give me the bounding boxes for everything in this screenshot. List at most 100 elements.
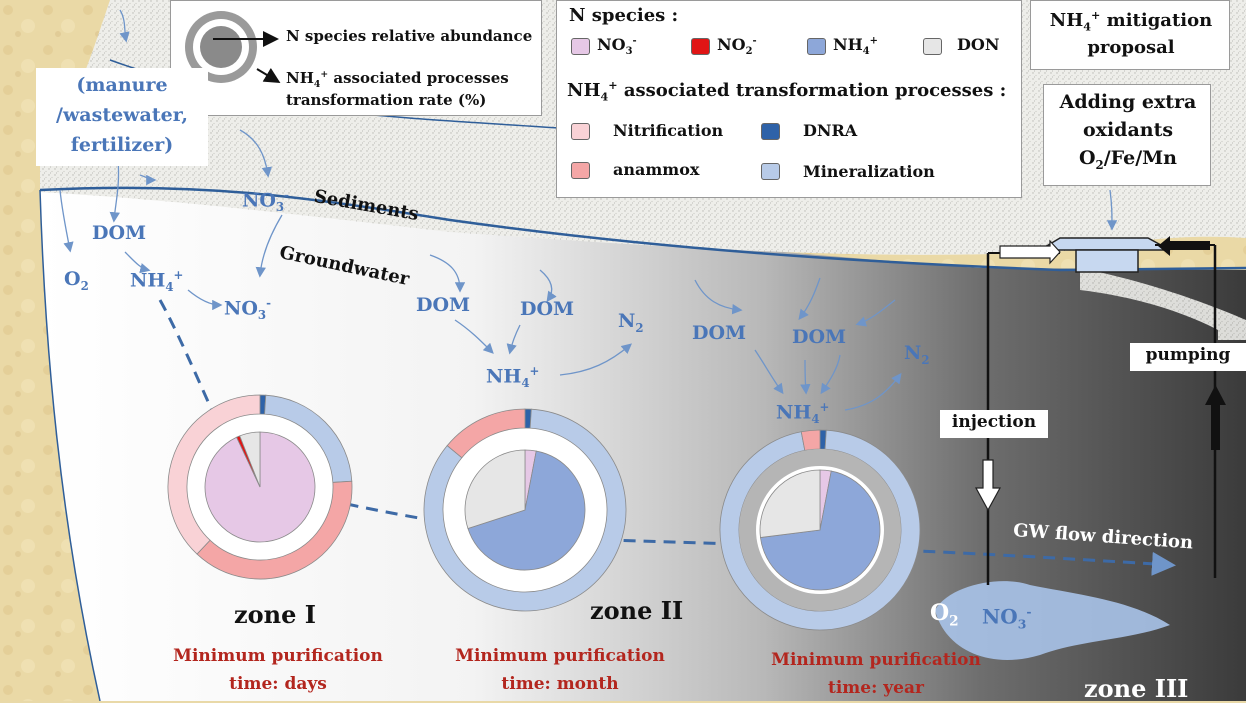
zone-1-purification-line1: Minimum purification	[173, 646, 383, 666]
swatch-nitrification	[571, 123, 590, 140]
mitigation-title-line2: proposal	[1087, 37, 1175, 58]
pie-2-slice-nh4	[467, 450, 586, 571]
species-legend-box: N species : NO3- NO2- NH4+ DON NH4+ asso…	[556, 0, 1022, 198]
species-legend-title: N species :	[569, 5, 679, 26]
pumping-label: pumping	[1145, 345, 1231, 365]
o2-plume-base: O	[930, 600, 950, 626]
nh4-label-2: NH4+	[486, 364, 540, 391]
swatch-anammox	[571, 162, 590, 179]
n2-1-base: N	[618, 310, 636, 332]
species-no3-label: NO3-	[597, 35, 637, 57]
species-nh4-base: NH	[833, 35, 863, 54]
source-box: (manure /wastewater, fertilizer)	[36, 68, 208, 166]
mitigation-title-line1: NH4+ mitigation	[1049, 9, 1213, 34]
groundwater-body	[40, 190, 1246, 701]
species-nh4-sup: +	[869, 35, 878, 47]
swatch-mineralization	[761, 163, 780, 180]
legend-rate-text-line2: transformation rate (%)	[286, 91, 487, 109]
dom-label-4: DOM	[692, 322, 747, 344]
swatch-dnra	[761, 123, 780, 140]
pumping-label-box: pumping	[1130, 343, 1246, 371]
right-bank	[1080, 268, 1246, 340]
no3-plume-base: NO	[982, 604, 1018, 629]
species-no3-sup: -	[632, 35, 637, 47]
no3-label-mid: NO3-	[224, 296, 271, 323]
species-nh4-label: NH4+	[833, 35, 878, 57]
swatch-no2	[691, 38, 710, 55]
oxidants-box: Adding extra oxidants O2/Fe/Mn	[1043, 84, 1211, 186]
pie-3-ring-anammox	[800, 429, 821, 451]
zone-2-purification-line2: time: month	[501, 674, 619, 694]
oxidants-line2: oxidants	[1082, 119, 1174, 141]
dom-label-1: DOM	[92, 222, 147, 244]
process-title-prefix: NH	[567, 80, 601, 101]
symbol-legend-box: N species relative abundance NH4+ associ…	[170, 0, 542, 116]
species-don-label: DON	[957, 35, 1000, 54]
zone-2-purification-line1: Minimum purification	[455, 646, 665, 666]
zone-1-name: zone I	[234, 600, 316, 629]
species-nh4-sub: 4	[862, 46, 870, 58]
legend-abundance-text: N species relative abundance	[286, 27, 533, 45]
mitigation-title-prefix: NH	[1049, 10, 1084, 31]
process-anammox-label: anammox	[613, 160, 700, 179]
source-line3: fertilizer)	[70, 134, 174, 156]
mitigation-title-rest: mitigation	[1100, 10, 1213, 31]
pie-charts	[167, 394, 921, 631]
oxidants-rest: /Fe/Mn	[1103, 147, 1177, 169]
dom-label-2: DOM	[416, 294, 471, 316]
process-legend-title: NH4+ associated transformation processes…	[567, 79, 1007, 104]
dom-label-5: DOM	[792, 326, 847, 348]
pie-3-slice-don	[759, 469, 821, 538]
zone-3-purification-line2: time: year	[828, 678, 924, 698]
legend-rate-text-line1: NH4+ associated processes	[286, 69, 509, 90]
pie-2-ring-mineralization	[423, 408, 627, 612]
zone-2-name: zone II	[590, 596, 684, 625]
pie-3-slice-nh4	[760, 470, 881, 591]
plume	[935, 581, 1170, 660]
process-dnra-label: DNRA	[803, 121, 858, 140]
zone-3-purification-line1: Minimum purification	[771, 650, 981, 670]
legend-arrows	[213, 31, 281, 84]
source-line1: (manure	[76, 74, 168, 96]
legend-ring-symbol	[185, 11, 257, 83]
source-line2: /wastewater,	[56, 104, 188, 126]
process-mineralization-label: Mineralization	[803, 162, 935, 181]
left-boundary-line	[39, 189, 101, 701]
legend-rate-rest: associated processes	[328, 69, 509, 87]
nh4-3-base: NH	[776, 401, 812, 424]
pie-2-ring-anammox	[446, 408, 526, 459]
n2-label-1: N2	[618, 310, 644, 335]
o2-label-left: O2	[64, 268, 89, 293]
o2-left-base: O	[64, 268, 81, 290]
oxidants-o-prefix: O	[1078, 147, 1096, 169]
water-surface-line	[39, 186, 1246, 272]
oxidants-line1: Adding extra	[1059, 91, 1197, 113]
n2-label-2: N2	[904, 342, 930, 367]
no3-label-top: NO3-	[242, 188, 289, 215]
oxidants-line3: O2/Fe/Mn	[1078, 147, 1177, 172]
injection-label: injection	[951, 412, 1037, 432]
mitigation-device	[974, 236, 1226, 585]
pie-1-slice-don	[239, 431, 261, 488]
process-nitrification-label: Nitrification	[613, 121, 724, 140]
pie-2-slice-don	[464, 449, 526, 530]
species-no2-sub: 2	[745, 46, 753, 58]
dom-label-3: DOM	[520, 298, 575, 320]
swatch-nh4	[807, 38, 826, 55]
flow-arrows	[59, 9, 1118, 411]
species-no2-label: NO2-	[717, 35, 757, 57]
no3-label-plume: NO3-	[982, 604, 1032, 632]
nh4-label-3: NH4+	[776, 400, 830, 427]
n2-2-base: N	[904, 342, 922, 364]
species-no2-base: NO	[717, 35, 746, 54]
injection-label-box: injection	[940, 410, 1048, 438]
no3-top-base: NO	[242, 189, 276, 212]
nh4-label-1: NH4+	[130, 268, 184, 295]
pie-1-ring-nitrification	[167, 394, 261, 555]
species-no3-sub: 3	[625, 46, 633, 58]
zone-1-purification-line2: time: days	[229, 674, 327, 694]
mitigation-title-box: NH4+ mitigation proposal	[1030, 0, 1230, 70]
species-no3-base: NO	[597, 35, 626, 54]
zone-3-name: zone III	[1084, 674, 1189, 703]
swatch-no3	[571, 38, 590, 55]
